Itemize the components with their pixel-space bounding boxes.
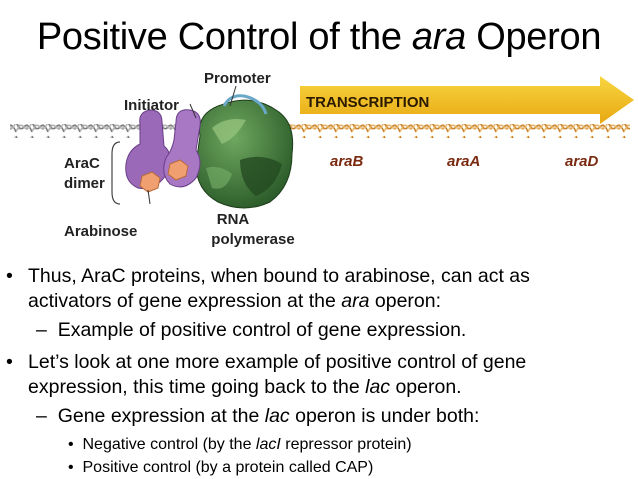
text-end: operon is under both: xyxy=(289,405,480,427)
operon-diagram: TRANSCRIPTION Promoter Initiator AraC xyxy=(10,70,634,248)
initiator-label: Initiator xyxy=(124,97,179,114)
text: Positive control (by a protein called CA… xyxy=(82,459,374,476)
text-em: lac xyxy=(365,376,391,398)
text-end: operon: xyxy=(369,290,442,312)
bullet-1-line-2: activators of gene expression at the ara… xyxy=(28,289,441,314)
arabinose-leader xyxy=(147,189,151,205)
bullet-2-line-2: expression, this time going back to the … xyxy=(28,375,462,400)
transcription-label: TRANSCRIPTION xyxy=(306,94,429,111)
title-italic: ara xyxy=(411,16,466,58)
arabinose-molecule-2 xyxy=(167,159,189,181)
gene-araa-label: araA xyxy=(447,153,480,170)
gene-arad-label: araD xyxy=(565,153,599,170)
text: Gene expression at the xyxy=(57,405,265,427)
text: expression, this time going back to the xyxy=(28,376,366,398)
text: Negative control (by the xyxy=(82,436,256,453)
bullet-2-sub-item-1: • Negative control (by the lacI represso… xyxy=(68,435,412,455)
dot: • xyxy=(68,459,74,476)
arabinose-molecule-1 xyxy=(139,171,161,193)
rnap-label-2: polymerase xyxy=(211,231,294,248)
text: Example of positive control of gene expr… xyxy=(57,319,467,341)
rna-polymerase xyxy=(195,94,294,209)
arac-dimer xyxy=(125,109,201,193)
dash: – xyxy=(36,319,47,341)
text-em: lac xyxy=(264,405,290,427)
promoter-leader xyxy=(229,85,237,107)
slide-title: Positive Control of the ara Operon xyxy=(0,16,638,59)
arac-label-2: dimer xyxy=(64,175,105,192)
dna-left xyxy=(10,124,220,138)
bullet-2-sub-item-2: • Positive control (by a protein called … xyxy=(68,458,373,478)
bullet-dot: • xyxy=(6,265,13,287)
text-em: lacI xyxy=(255,436,281,453)
dna-transcribed xyxy=(280,124,630,138)
bullet-1-sub: – Example of positive control of gene ex… xyxy=(36,318,466,343)
arabinose-label: Arabinose xyxy=(64,223,137,240)
bullet-2-sub: – Gene expression at the lac operon is u… xyxy=(36,404,479,429)
gene-arab-label: araB xyxy=(330,153,364,170)
bullet-1-line-1: Thus, AraC proteins, when bound to arabi… xyxy=(28,265,530,287)
bullet-2-line-1: Let’s look at one more example of positi… xyxy=(28,351,527,373)
text-end: repressor protein) xyxy=(280,436,412,453)
promoter-label: Promoter xyxy=(204,70,271,87)
dash: – xyxy=(36,405,47,427)
rnap-label-1: RNA xyxy=(217,211,250,228)
bullet-dot: • xyxy=(6,351,13,373)
initiator-leader xyxy=(189,103,197,119)
transcription-arrow xyxy=(300,76,634,124)
dot: • xyxy=(68,436,74,453)
arac-label-1: AraC xyxy=(64,155,100,172)
title-text: Positive Control of the xyxy=(36,16,412,58)
text-em: ara xyxy=(341,290,370,312)
text-end: operon. xyxy=(390,376,462,398)
arac-bracket xyxy=(111,141,121,205)
title-text-end: Operon xyxy=(465,16,602,58)
ara-operon-figure: TRANSCRIPTION Promoter Initiator AraC xyxy=(0,64,638,256)
text: activators of gene expression at the xyxy=(28,290,342,312)
